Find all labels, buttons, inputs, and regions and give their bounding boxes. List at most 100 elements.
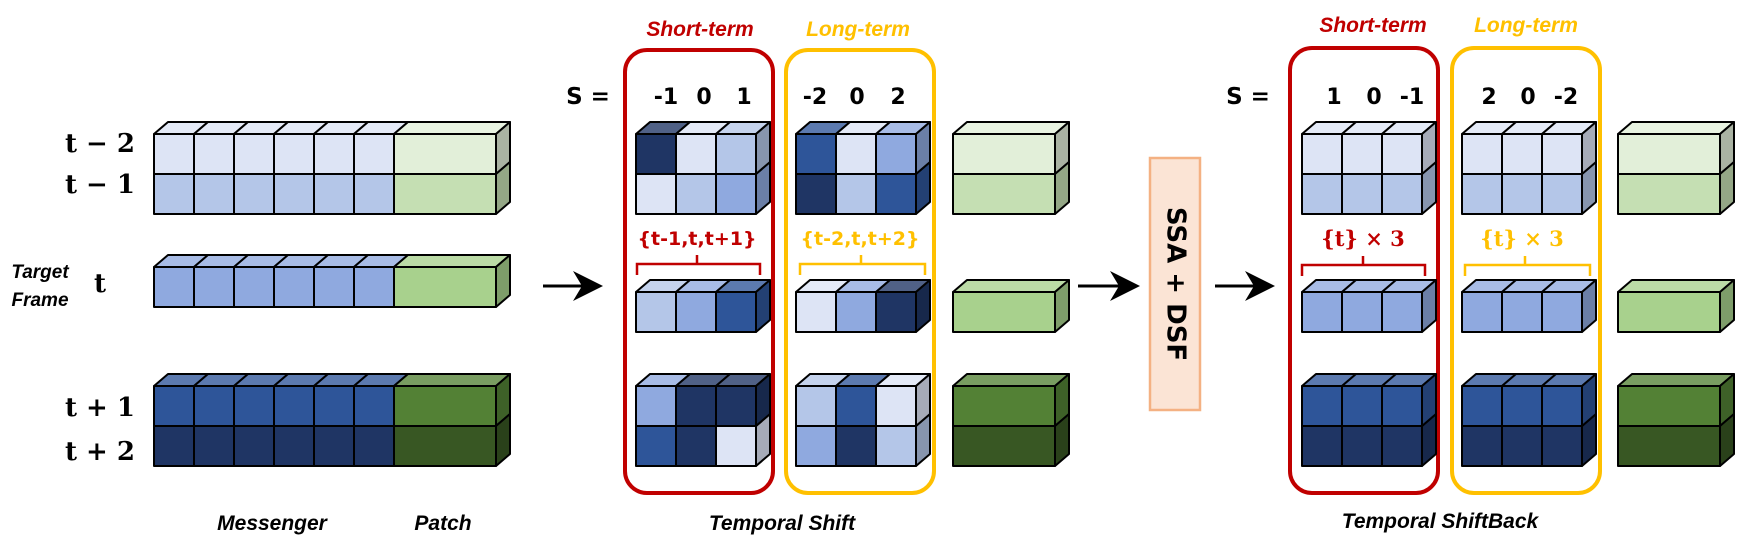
shiftback-short-target-r0-c2 xyxy=(1381,279,1437,333)
shift-short-value-1: -1 xyxy=(654,85,678,110)
shiftback-short-brace xyxy=(1300,256,1427,276)
shiftback-short-future-r1-c0-front xyxy=(1301,425,1343,467)
left-stack-target-patch-r0 xyxy=(393,254,511,308)
shiftback-short-future-r0-c2 xyxy=(1381,373,1437,427)
left-stack-future-m-r1-c1-front xyxy=(193,425,235,467)
shift-long-past-r0-c0-front xyxy=(795,133,837,175)
shift-long-future-r1-c1 xyxy=(835,425,877,467)
shiftback-patch-r0 xyxy=(1617,121,1735,175)
shift-patch-r1 xyxy=(952,161,1070,215)
shiftback-long-past-r1-c0-front xyxy=(1461,173,1503,215)
shift-short-target-r0-c1 xyxy=(675,279,731,333)
left-stack-target-patch-r0-front xyxy=(393,266,497,308)
shift-short-target-r0-c0 xyxy=(635,279,691,333)
shiftback-short-past-r0-c0-front xyxy=(1301,133,1343,175)
shiftback-token-stacks xyxy=(1301,121,1735,467)
shiftback-long-future-r1-c0 xyxy=(1461,425,1503,467)
left-stack-past-m-r0-c3-front xyxy=(273,133,315,175)
shiftback-long-future-r0-c1 xyxy=(1501,373,1557,427)
shift-short-target-r0-c1-front xyxy=(675,291,717,333)
shiftback-long-future-r0-c2-front xyxy=(1541,385,1583,427)
shift-long-future-r1-c2-front xyxy=(875,425,917,467)
shift-short-future-r0-c2 xyxy=(715,373,771,427)
left-stack-future-m-r0-c4-front xyxy=(313,385,355,427)
shift-token-stacks xyxy=(635,121,1070,467)
left-stack-past-m-r1-c4 xyxy=(313,173,355,215)
shiftback-short-value-2: 0 xyxy=(1366,85,1381,110)
shiftback-short-future-r1-c1-front xyxy=(1341,425,1383,467)
shift-patch-r3-top xyxy=(952,373,1070,387)
shiftback-short-future-r1-c2-front xyxy=(1381,425,1423,467)
shiftback-long-past-r0-c0 xyxy=(1461,121,1517,175)
shift-long-future-r1-c1-front xyxy=(835,425,877,467)
ssa-dsf-block xyxy=(1148,156,1202,412)
shift-long-past-r1-c0-front xyxy=(795,173,837,215)
left-stack-target-m-r0-c3-front xyxy=(273,266,315,308)
shiftback-long-target-r0-c1-front xyxy=(1501,291,1543,333)
left-stack-future-m-r0-c5-front xyxy=(353,385,395,427)
shift-short-value-2: 0 xyxy=(696,85,711,110)
shiftback-short-past-r1-c1 xyxy=(1341,173,1383,215)
shiftback-short-value-1: 1 xyxy=(1326,85,1341,110)
patch-label: Patch xyxy=(414,512,471,535)
left-stack-past-m-r0-c4-front xyxy=(313,133,355,175)
shift-short-future-r1-c0-front xyxy=(635,425,677,467)
target-frame-label-line2: Frame xyxy=(11,290,68,311)
shiftback-short-future-r1-c0 xyxy=(1301,425,1343,467)
shiftback-patch-r1-front xyxy=(1617,173,1721,215)
shift-patch-target-front xyxy=(952,291,1056,333)
shiftback-short-target-r0-c1-front xyxy=(1341,291,1383,333)
left-stack-target-patch-r0-top xyxy=(393,254,511,268)
shift-long-future-r0-c0-front xyxy=(795,385,837,427)
shift-caption: Temporal Shift xyxy=(709,512,856,535)
left-stack-future-m-r1-c5-front xyxy=(353,425,395,467)
left-stack-future-patch-r0-top xyxy=(393,373,511,387)
shift-long-past-r1-c2-front xyxy=(875,173,917,215)
shift-short-past-r1-c1-front xyxy=(675,173,717,215)
left-stack-future-m-r1-c2 xyxy=(233,425,275,467)
shiftback-short-future-r0-c0-front xyxy=(1301,385,1343,427)
left-token-stacks xyxy=(153,121,511,467)
shift-patch-r0-front xyxy=(952,133,1056,175)
left-stack-target-m-r0-c5-front xyxy=(353,266,395,308)
shiftback-long-future-r0-c0-front xyxy=(1461,385,1503,427)
shiftback-long-past-r1-c2 xyxy=(1541,161,1597,215)
target-frame-label-line1: Target xyxy=(11,262,69,283)
shiftback-short-brace-label: {t} × 3 xyxy=(1321,226,1405,251)
left-stack-future-m-r0-c5 xyxy=(353,373,409,427)
shift-long-future-r0-c2 xyxy=(875,373,931,427)
left-stack-past-m-r0-c0-front xyxy=(153,133,195,175)
row-label-t-plus-2: t + 2 xyxy=(65,437,135,467)
left-stack-future-patch-r0 xyxy=(393,373,511,427)
shiftback-short-past-r1-c0 xyxy=(1301,173,1343,215)
shiftback-long-past-r0-c1-front xyxy=(1501,133,1543,175)
left-stack-future-m-r0-c1 xyxy=(193,373,249,427)
shiftback-long-brace xyxy=(1463,256,1592,276)
shiftback-patch-r3-top xyxy=(1617,373,1735,387)
left-stack-future-m-r0-c2-front xyxy=(233,385,275,427)
shift-long-past-r0-c2 xyxy=(875,121,931,175)
shiftback-short-past-r1-c0-front xyxy=(1301,173,1343,215)
shiftback-short-term-frame xyxy=(1288,46,1440,495)
left-stack-future-m-r1-c4-front xyxy=(313,425,355,467)
shiftback-short-term-title: Short-term xyxy=(1319,14,1426,37)
left-stack-future-patch-r0-front xyxy=(393,385,497,427)
shiftback-short-value-3: -1 xyxy=(1400,85,1424,110)
left-stack-future-m-r0-c1-front xyxy=(193,385,235,427)
left-stack-past-m-r1-c5-front xyxy=(353,173,395,215)
left-stack-future-m-r1-c5 xyxy=(353,425,395,467)
left-stack-target-m-r0-c4-front xyxy=(313,266,355,308)
left-stack-future-m-r1-c3-front xyxy=(273,425,315,467)
left-stack-future-m-r1-c1 xyxy=(193,425,235,467)
shiftback-long-past-r1-c0 xyxy=(1461,173,1503,215)
shiftback-short-future-r0-c2-front xyxy=(1381,385,1423,427)
shift-short-past-r1-c2-front xyxy=(715,173,757,215)
left-stack-past-m-r1-c4-front xyxy=(313,173,355,215)
shiftback-short-past-r1-c2-front xyxy=(1381,173,1423,215)
shiftback-long-past-r1-c2-front xyxy=(1541,173,1583,215)
left-stack-past-patch-r1-front xyxy=(393,173,497,215)
left-stack-future-patch-r1 xyxy=(393,413,511,467)
left-stack-past-patch-r1 xyxy=(393,161,511,215)
shift-short-future-r1-c1-front xyxy=(675,425,717,467)
shiftback-patch-r1 xyxy=(1617,161,1735,215)
